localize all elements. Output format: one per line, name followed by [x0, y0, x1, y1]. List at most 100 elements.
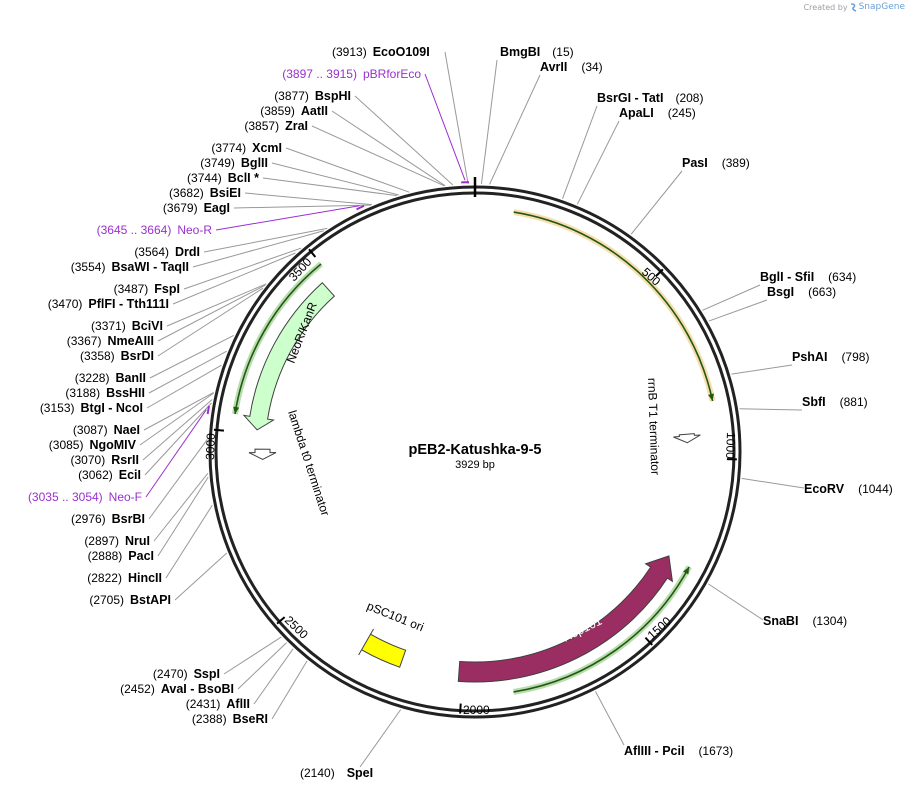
site-label[interactable]: (3367)NmeAIII: [67, 334, 154, 348]
site-label[interactable]: (3749) BglII: [200, 156, 268, 170]
site-label[interactable]: (3682)BsiEI: [169, 186, 241, 200]
right-site-labels: (3913)EcoO109I BmgBI(15) AvrII(34) BsrGI…: [300, 45, 893, 780]
leader-line: [354, 95, 454, 186]
rrnb-t1-terminator-label: rrnB T1 terminator: [645, 378, 662, 476]
site-label[interactable]: (3859)AatII: [260, 104, 328, 118]
plasmid-name: pEB2-Katushka-9-5: [409, 442, 542, 458]
site-position: (3188): [65, 386, 100, 400]
site-label[interactable]: PshAI(798): [792, 350, 869, 364]
leader-line: [174, 552, 228, 601]
site-label[interactable]: (2976)BsrBI: [71, 512, 145, 526]
leader-line: [285, 147, 410, 193]
site-name: NruI: [125, 534, 150, 548]
site-label[interactable]: (3744)BclI *: [187, 171, 259, 185]
leader-line: [223, 636, 282, 675]
site-label[interactable]: BsrGI - TatI(208): [597, 91, 703, 105]
site-position: (3228): [75, 371, 110, 385]
orf-neor-head: [233, 406, 240, 414]
site-label[interactable]: (3035 .. 3054)Neo-F: [28, 490, 142, 504]
site-label[interactable]: (3564)DrdI: [134, 245, 200, 259]
site-label[interactable]: (3913)EcoO109I: [332, 45, 430, 59]
site-label[interactable]: (3554) BsaWI - TaqII: [71, 260, 189, 274]
leader-line: [142, 399, 213, 461]
rrnb-t1-terminator-arrow[interactable]: [673, 433, 701, 444]
tick-mark: [459, 703, 462, 714]
site-label[interactable]: (3645 .. 3664)Neo-R: [97, 223, 213, 237]
site-label[interactable]: SnaBI(1304): [763, 614, 847, 628]
site-label[interactable]: (3070)RsrII: [71, 453, 139, 467]
tick-mark: [308, 248, 317, 258]
site-label[interactable]: EcoRV(1044): [804, 482, 893, 496]
site-label[interactable]: AflIII - PciI(1673): [624, 744, 733, 758]
site-name: NgoMIV: [89, 438, 136, 452]
site-label[interactable]: (3857)ZraI: [244, 119, 308, 133]
site-name: BciVI: [132, 319, 163, 333]
site-label[interactable]: (3487)FspI: [114, 282, 180, 296]
site-position: (3367): [67, 334, 102, 348]
site-label[interactable]: (2705)BstAPI: [89, 593, 171, 607]
site-label[interactable]: (3228)BanII: [75, 371, 146, 385]
leader-line: [489, 74, 541, 185]
site-label[interactable]: (3877)BspHI: [274, 89, 351, 103]
site-label[interactable]: ApaLI(245): [619, 106, 696, 120]
site-name: Neo-R: [177, 223, 212, 237]
site-label[interactable]: (2388)BseRI: [192, 712, 268, 726]
site-position: (2705): [89, 593, 124, 607]
leader-line: [148, 439, 208, 520]
snapgene-logo-icon: [850, 2, 856, 12]
site-label[interactable]: (2470)SspI: [153, 667, 220, 681]
site-name: BglII: [241, 156, 268, 170]
site-name: ZraI: [285, 119, 308, 133]
snapgene-credit: Created by SnapGene: [804, 2, 905, 12]
site-label[interactable]: (2822) HincII: [87, 571, 162, 585]
site-label[interactable]: (3062)EciI: [78, 468, 141, 482]
site-label[interactable]: (3188) BssHII: [65, 386, 145, 400]
site-label[interactable]: (3087)NaeI: [73, 423, 140, 437]
site-position: (2822): [87, 571, 122, 585]
site-name: BsaWI - TaqII: [111, 260, 189, 274]
site-name: AatII: [301, 104, 328, 118]
site-label[interactable]: (2431)AflII: [186, 697, 250, 711]
site-name: NaeI: [114, 423, 140, 437]
site-label[interactable]: (3153)BtgI - NcoI: [40, 401, 143, 415]
site-position: (2470): [153, 667, 188, 681]
site-position: (3554): [71, 260, 106, 274]
site-label[interactable]: (2897)NruI: [84, 534, 150, 548]
site-name: EciI: [119, 468, 141, 482]
leader-line: [244, 192, 372, 206]
site-name: Neo-F: [109, 490, 142, 504]
site-position: (3774): [211, 141, 246, 155]
site-label[interactable]: (3774)XcmI: [211, 141, 282, 155]
neor-kanr-arrow[interactable]: [242, 282, 336, 431]
site-label[interactable]: (3897 .. 3915)pBRforEco: [282, 67, 421, 81]
site-label[interactable]: (2452)AvaI - BsoBI: [120, 682, 234, 696]
site-label[interactable]: (3679)EagI: [163, 201, 230, 215]
site-label[interactable]: (3085)NgoMIV: [49, 438, 137, 452]
primer-mark: [206, 405, 210, 415]
psc101-ori-box[interactable]: [358, 628, 407, 668]
lambda-t0-terminator-arrow[interactable]: [248, 448, 277, 460]
site-label[interactable]: SbfI(881): [802, 395, 868, 409]
orf-rep-head: [683, 566, 690, 575]
site-label[interactable]: BsgI(663): [767, 285, 836, 299]
site-label[interactable]: (2140)SpeI: [300, 766, 373, 780]
leader-line: [145, 409, 207, 498]
site-label[interactable]: (3371)BciVI: [91, 319, 163, 333]
site-position: (3749): [200, 156, 235, 170]
leader-line: [741, 477, 805, 489]
site-name: BssHII: [106, 386, 145, 400]
site-label[interactable]: (2888)PacI: [88, 549, 154, 563]
leader-line: [739, 408, 803, 411]
site-label[interactable]: BglI - SfiI(634): [760, 270, 856, 284]
site-label[interactable]: (3358)BsrDI: [80, 349, 154, 363]
site-label[interactable]: BmgBI(15): [500, 45, 574, 59]
site-label[interactable]: (3470)PflFI - Tth111I: [48, 297, 169, 311]
site-name: BsrBI: [112, 512, 145, 526]
site-label[interactable]: PasI(389): [682, 156, 750, 170]
site-label[interactable]: AvrII(34): [540, 60, 603, 74]
site-name: BsiEI: [210, 186, 241, 200]
leader-line: [262, 177, 397, 197]
site-name: HincII: [128, 571, 162, 585]
leader-line: [708, 299, 768, 322]
rep101-arrow[interactable]: [457, 555, 674, 683]
